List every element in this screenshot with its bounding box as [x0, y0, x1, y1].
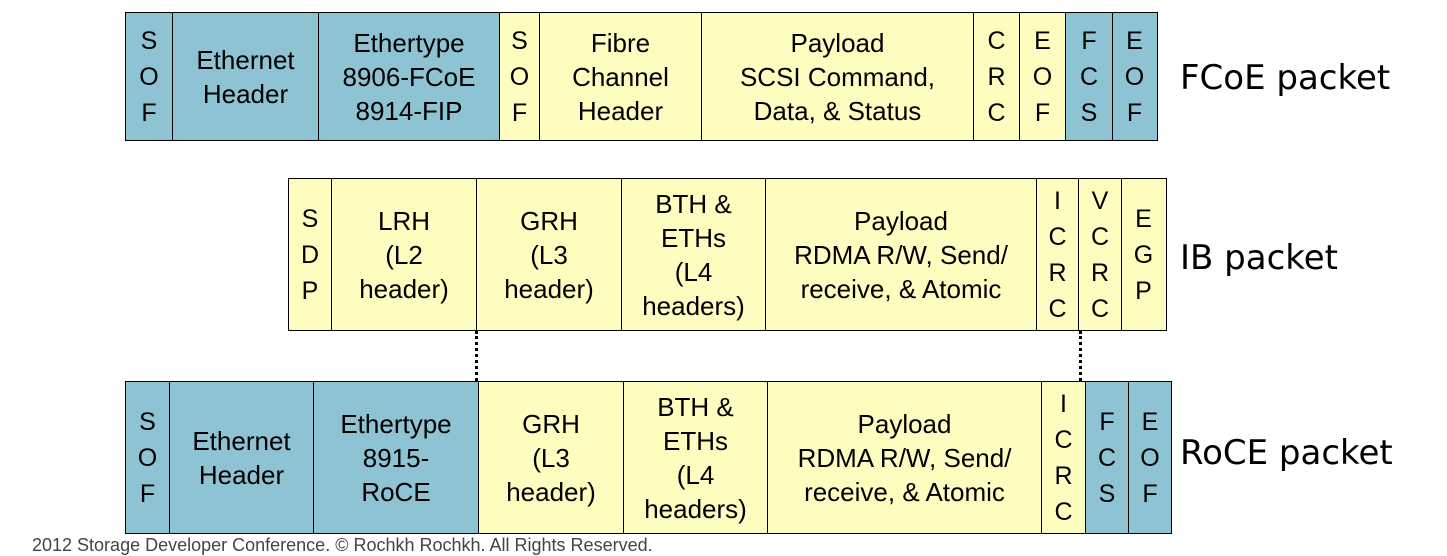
roce-ethernet-header-field: Ethernet Header	[168, 381, 315, 534]
fcoe-packet-label: FCoE packet	[1180, 58, 1391, 98]
grh-alignment-dotted-line	[475, 331, 478, 381]
ib-lrh-field: LRH (L2 header)	[330, 178, 478, 331]
roce-icrc-field: I C R C	[1041, 381, 1086, 534]
fcoe-eof-field: E O F	[1111, 12, 1158, 141]
ib-icrc-field: I C R C	[1035, 178, 1080, 331]
ib-vcrc-field: V C R C	[1078, 178, 1122, 331]
roce-bth-field: BTH & ETHs (L4 headers)	[623, 381, 768, 534]
fcoe-payload-field: Payload SCSI Command, Data, & Status	[700, 12, 975, 141]
fibre-channel-header-field: Fibre Channel Header	[539, 12, 702, 141]
ib-bth-field: BTH & ETHs (L4 headers)	[620, 178, 767, 331]
ib-packet-label: IB packet	[1180, 238, 1338, 278]
fcoe-packet-row: S O F Ethernet Header Ethertype 8906-FCo…	[125, 12, 1158, 141]
roce-payload-field: Payload RDMA R/W, Send/ receive, & Atomi…	[766, 381, 1043, 534]
roce-packet-row: S O F Ethernet Header Ethertype 8915- Ro…	[125, 381, 1172, 534]
fc-sof-field: S O F	[498, 12, 541, 141]
fcoe-fcs-field: F C S	[1065, 12, 1113, 141]
roce-fcs-field: F C S	[1084, 381, 1130, 534]
roce-eof-field: E O F	[1128, 381, 1172, 534]
ib-sdp-field: S D P	[288, 178, 332, 331]
roce-packet-label: RoCE packet	[1180, 433, 1393, 473]
ib-grh-field: GRH (L3 header)	[476, 178, 622, 331]
roce-ethertype-field: Ethertype 8915- RoCE	[313, 381, 479, 534]
icrc-alignment-dotted-line	[1079, 331, 1082, 381]
roce-grh-field: GRH (L3 header)	[477, 381, 625, 534]
fc-eof-field: E O F	[1018, 12, 1067, 141]
roce-sof-field: S O F	[125, 381, 170, 534]
fcoe-sof-field: S O F	[125, 12, 173, 141]
ib-payload-field: Payload RDMA R/W, Send/ receive, & Atomi…	[765, 178, 1037, 331]
ib-packet-row: S D P LRH (L2 header) GRH (L3 header) BT…	[288, 178, 1167, 331]
copyright-footer: 2012 Storage Developer Conference. © Roc…	[32, 535, 653, 555]
fcoe-ethertype-field: Ethertype 8906-FCoE 8914-FIP	[318, 12, 500, 141]
fcoe-ethernet-header-field: Ethernet Header	[171, 12, 320, 141]
ib-egp-field: E G P	[1120, 178, 1167, 331]
fc-crc-field: C R C	[973, 12, 1020, 141]
